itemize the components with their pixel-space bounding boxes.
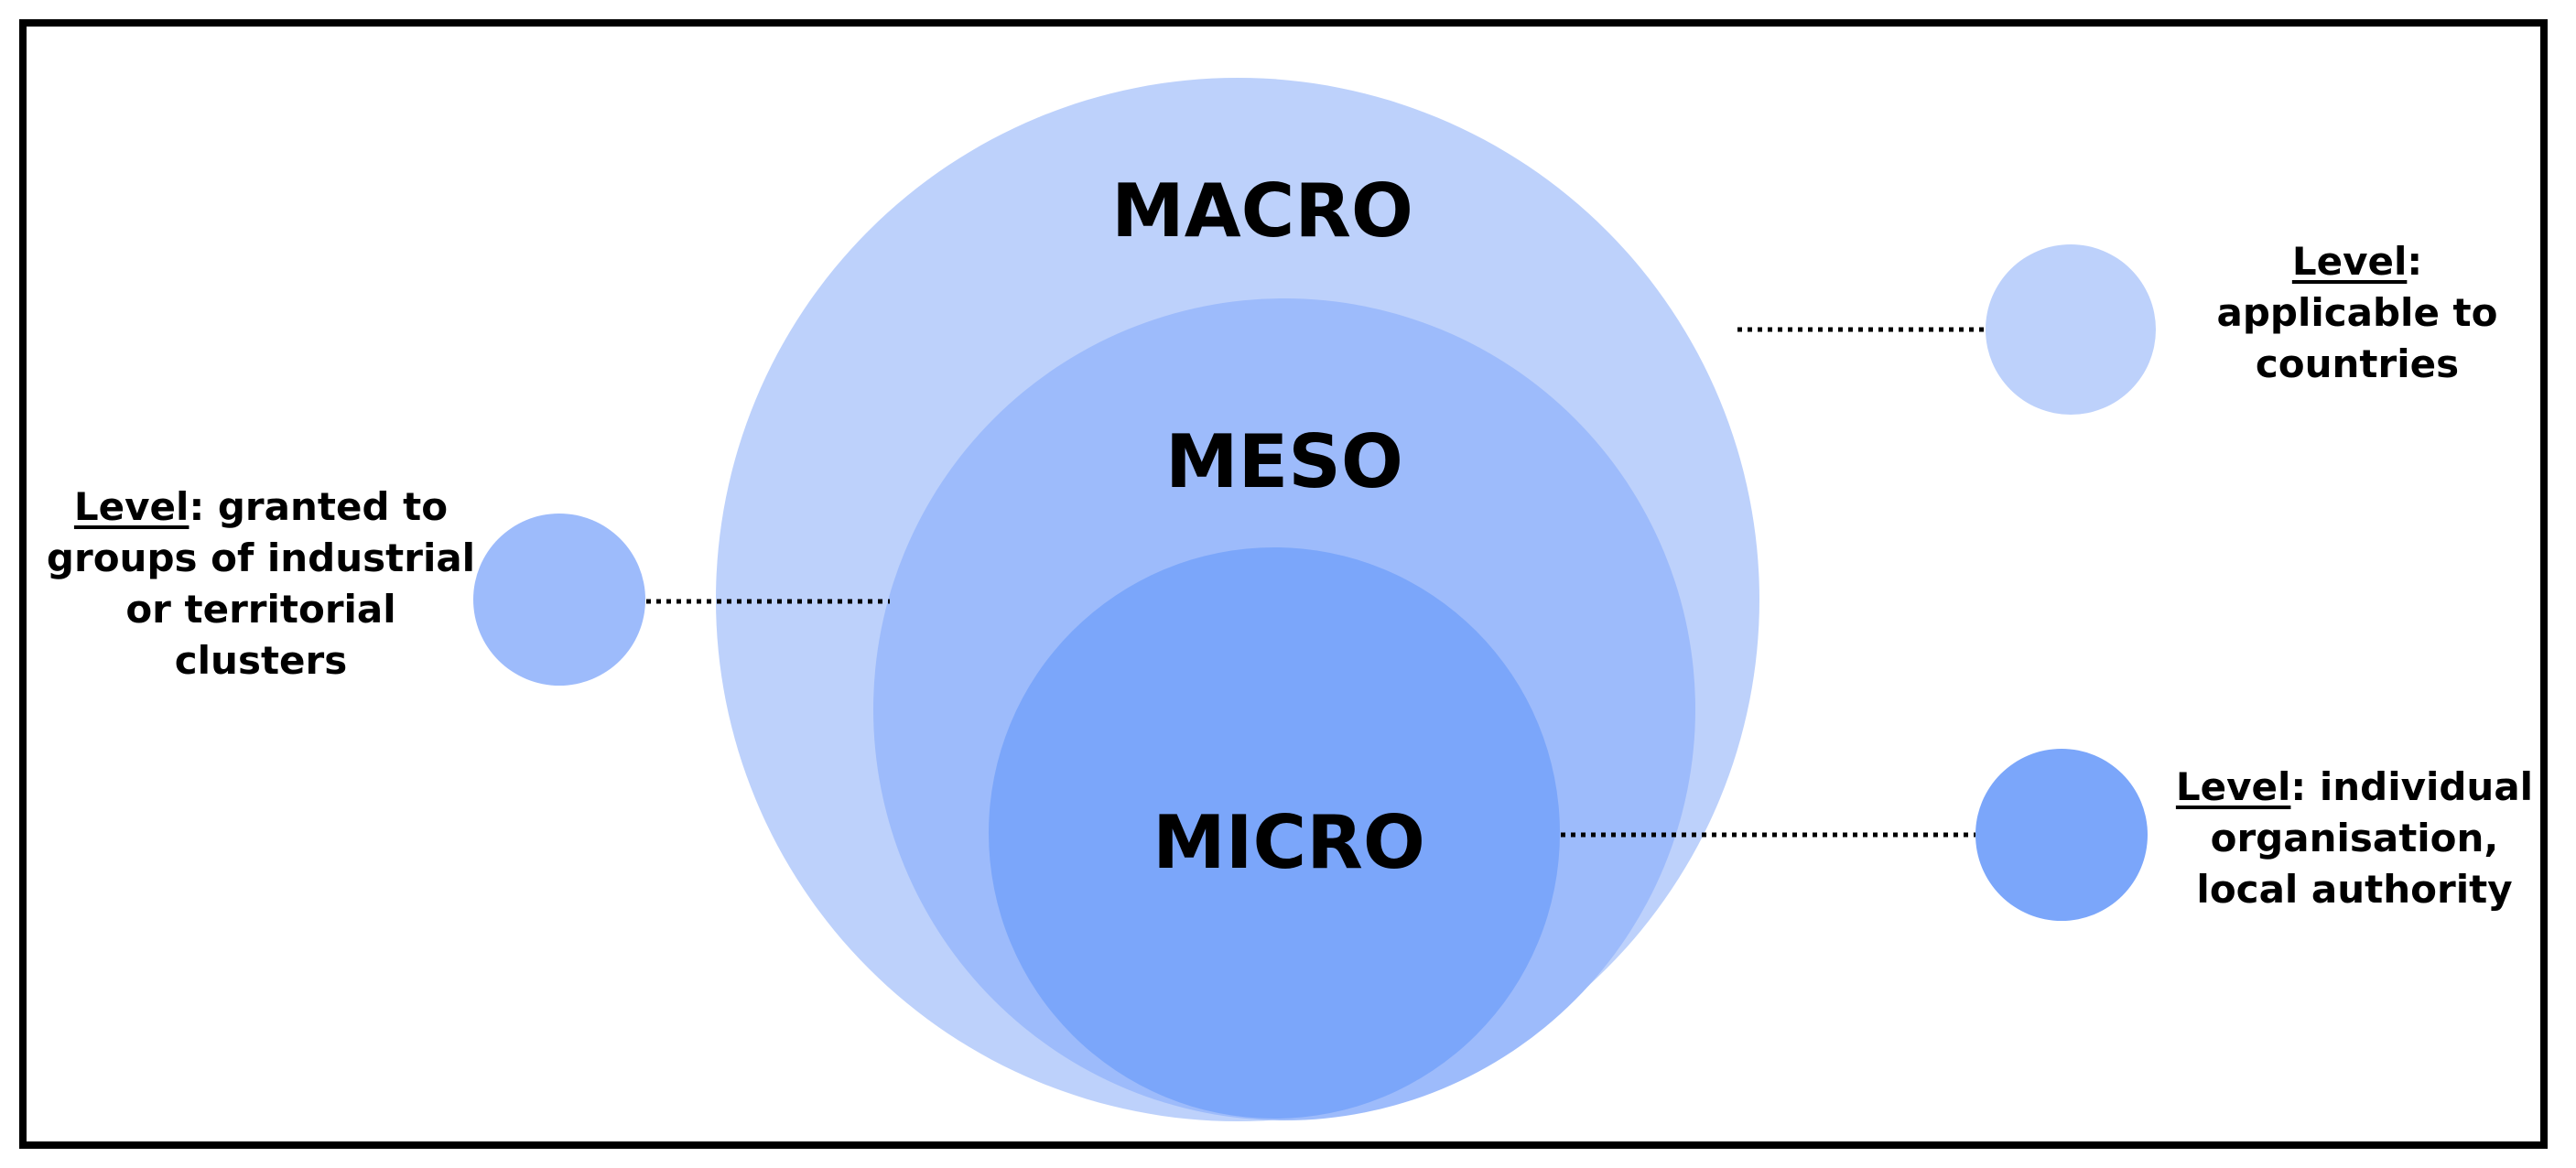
micro-description: Level: individual organisation, local au… bbox=[2162, 762, 2547, 915]
micro-description-keyword: Level bbox=[2175, 764, 2291, 809]
meso-marker bbox=[473, 514, 645, 686]
meso-description: Level: granted to groups of industrial o… bbox=[46, 481, 476, 687]
meso-description-text: : granted to groups of industrial or ter… bbox=[46, 484, 476, 683]
macro-description: Level: applicable to countries bbox=[2188, 236, 2527, 390]
meso-description-keyword: Level bbox=[73, 484, 189, 529]
micro-marker bbox=[1975, 749, 2148, 921]
micro-description-text: : individual organisation, local authori… bbox=[2196, 764, 2534, 912]
micro-circle bbox=[989, 547, 1560, 1119]
macro-description-keyword: Level bbox=[2291, 239, 2408, 284]
micro-label: MICRO bbox=[1153, 800, 1425, 885]
macro-label: MACRO bbox=[1111, 168, 1413, 254]
macro-description-text: : applicable to countries bbox=[2216, 239, 2498, 386]
macro-marker bbox=[1986, 244, 2156, 415]
meso-label: MESO bbox=[1165, 419, 1403, 504]
